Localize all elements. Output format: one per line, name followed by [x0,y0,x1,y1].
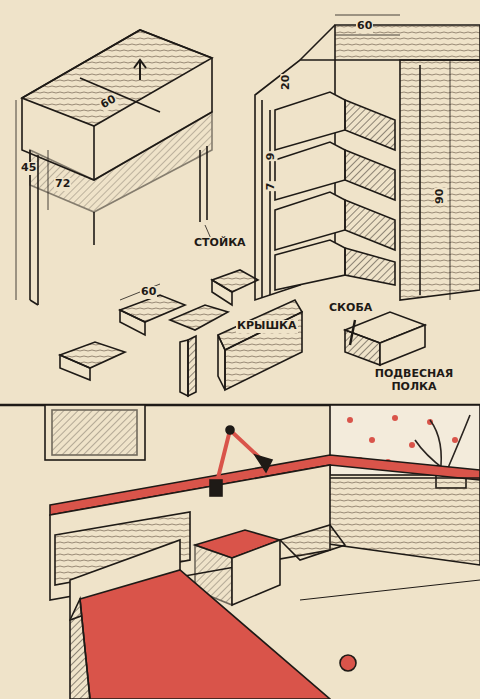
part-name: СКОБА [328,302,373,315]
dimension: 90 [434,188,447,205]
part-name: КРЫШКА [236,320,298,333]
dimension: 7 [265,181,278,191]
dimension: 45 [20,162,37,175]
part-name: ПОДВЕСНАЯ ПОЛКА [368,368,460,393]
part-name: СТОЙКА [193,237,247,250]
dimension: 60 [140,286,157,299]
dimension: 9 [265,151,278,161]
dimension: 60 [356,20,373,33]
dimension: 20 [280,74,293,91]
dimension: 72 [54,178,71,191]
